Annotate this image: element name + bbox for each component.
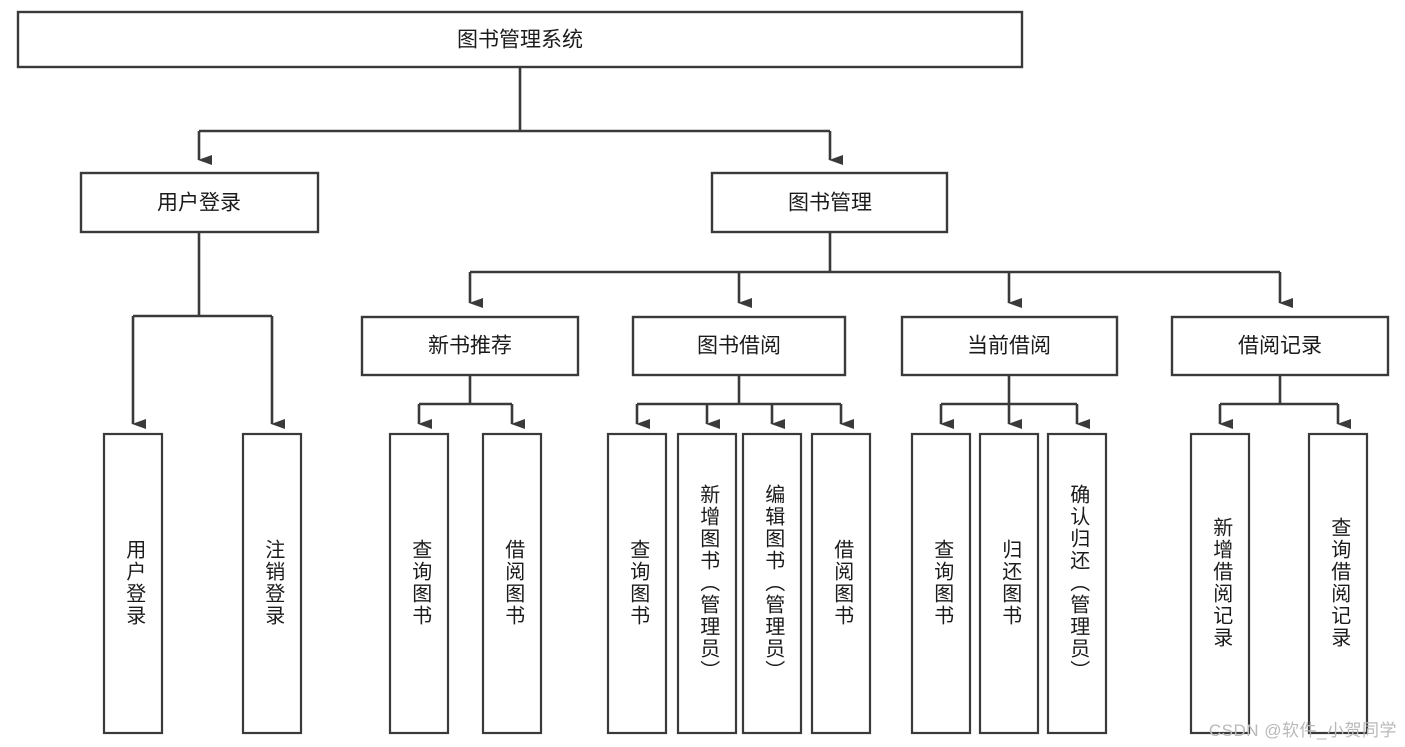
node-leaf-logout-login-box xyxy=(241,432,303,735)
node-leaf-add-borrow-record-label: 新增借阅记录 xyxy=(1210,517,1233,649)
node-leaf-borrow-book-1-box xyxy=(481,432,543,735)
node-leaf-logout-login-label: 注销登录 xyxy=(262,539,285,627)
node-borrow-record-label: 借阅记录 xyxy=(1238,335,1322,358)
node-current-borrow[interactable]: 当前借阅 xyxy=(900,315,1119,377)
node-leaf-add-book-label: 新增图书（管理员） xyxy=(697,484,720,682)
node-user-login-box xyxy=(79,171,320,234)
node-leaf-query-book-3-box xyxy=(910,432,972,735)
node-leaf-query-book-2-label: 查询图书 xyxy=(627,539,650,627)
node-new-book-recommend-box xyxy=(360,315,580,377)
node-leaf-logout-login[interactable]: 注销登录 xyxy=(241,432,303,735)
node-leaf-edit-book-box xyxy=(741,432,803,735)
node-new-book-recommend[interactable]: 新书推荐 xyxy=(360,315,580,377)
node-leaf-borrow-book-1[interactable]: 借阅图书 xyxy=(481,432,543,735)
node-book-borrow[interactable]: 图书借阅 xyxy=(631,315,847,377)
node-book-borrow-box xyxy=(631,315,847,377)
node-leaf-borrow-book-2-label: 借阅图书 xyxy=(831,539,854,627)
node-leaf-edit-book-label: 编辑图书（管理员） xyxy=(762,484,785,682)
node-leaf-add-borrow-record[interactable]: 新增借阅记录 xyxy=(1189,432,1251,735)
node-book-manage-box xyxy=(710,171,949,234)
node-current-borrow-label: 当前借阅 xyxy=(967,335,1051,358)
node-leaf-query-book-1-box xyxy=(388,432,450,735)
node-leaf-return-book-box xyxy=(978,432,1040,735)
node-leaf-query-borrow-record-label: 查询借阅记录 xyxy=(1328,517,1351,649)
node-leaf-user-login-box xyxy=(102,432,164,735)
node-leaf-add-borrow-record-box xyxy=(1189,432,1251,735)
node-leaf-query-borrow-record-box xyxy=(1307,432,1369,735)
node-book-borrow-label: 图书借阅 xyxy=(697,335,781,358)
node-leaf-query-borrow-record[interactable]: 查询借阅记录 xyxy=(1307,432,1369,735)
node-borrow-record[interactable]: 借阅记录 xyxy=(1170,315,1390,377)
node-leaf-query-book-2[interactable]: 查询图书 xyxy=(606,432,668,735)
node-leaf-query-book-3-label: 查询图书 xyxy=(931,539,954,627)
node-leaf-edit-book[interactable]: 编辑图书（管理员） xyxy=(741,432,803,735)
node-leaf-confirm-return-label: 确认归还（管理员） xyxy=(1067,484,1090,682)
node-leaf-confirm-return-box xyxy=(1046,432,1108,735)
node-leaf-user-login[interactable]: 用户登录 xyxy=(102,432,164,735)
node-leaf-add-book-box xyxy=(676,432,738,735)
node-leaf-return-book-label: 归还图书 xyxy=(999,539,1022,627)
node-book-manage-label: 图书管理 xyxy=(788,192,872,215)
node-new-book-recommend-label: 新书推荐 xyxy=(428,335,512,358)
node-leaf-query-book-3[interactable]: 查询图书 xyxy=(910,432,972,735)
node-leaf-query-book-1-label: 查询图书 xyxy=(409,539,432,627)
node-leaf-query-book-2-box xyxy=(606,432,668,735)
node-leaf-confirm-return[interactable]: 确认归还（管理员） xyxy=(1046,432,1108,735)
node-root[interactable]: 图书管理系统 xyxy=(16,10,1024,69)
node-leaf-query-book-1[interactable]: 查询图书 xyxy=(388,432,450,735)
node-leaf-borrow-book-2-box xyxy=(810,432,872,735)
node-leaf-add-book[interactable]: 新增图书（管理员） xyxy=(676,432,738,735)
node-leaf-user-login-label: 用户登录 xyxy=(123,539,146,627)
node-borrow-record-box xyxy=(1170,315,1390,377)
edge-group xyxy=(131,67,1351,429)
node-leaf-borrow-book-2[interactable]: 借阅图书 xyxy=(810,432,872,735)
node-user-login-label: 用户登录 xyxy=(157,192,241,215)
node-current-borrow-box xyxy=(900,315,1119,377)
node-book-manage[interactable]: 图书管理 xyxy=(710,171,949,234)
node-leaf-return-book[interactable]: 归还图书 xyxy=(978,432,1040,735)
node-leaf-borrow-book-1-label: 借阅图书 xyxy=(502,539,525,627)
node-root-label: 图书管理系统 xyxy=(457,29,583,52)
node-user-login[interactable]: 用户登录 xyxy=(79,171,320,234)
node-root-box xyxy=(16,10,1024,69)
